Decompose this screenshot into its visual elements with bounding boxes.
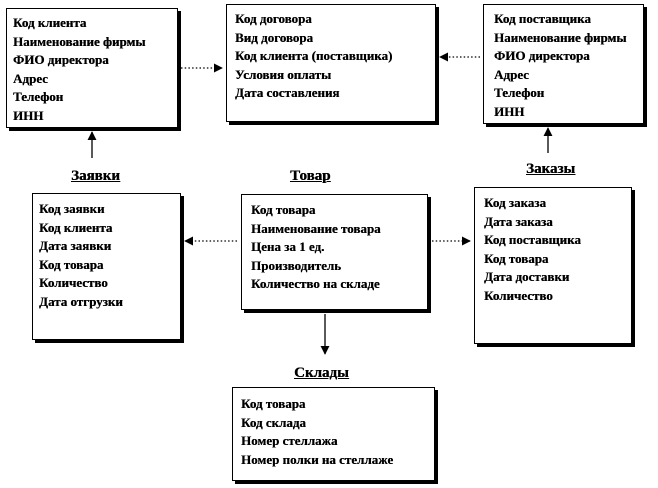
orders-field: Код заказа [484, 195, 546, 210]
requests-table: Код заявки Код клиента Дата заявки Код т… [32, 193, 181, 340]
orders-table: Код заказа Дата заказа Код поставщика Ко… [474, 187, 632, 344]
clients-field: ФИО директора [13, 52, 109, 67]
clients-field: Телефон [13, 89, 64, 104]
goods-field-list: Код товара Наименование товара Цена за 1… [251, 201, 427, 294]
storage-table: Код товара Код склада Номер стеллажа Ном… [232, 387, 435, 481]
contracts-field: Вид договора [235, 29, 313, 45]
contracts-field: Код договора [235, 11, 312, 26]
suppliers-field: Код поставщика [494, 11, 591, 26]
storage-field-list: Код товара Код склада Номер стеллажа Ном… [241, 395, 434, 469]
storage-field: Номер стеллажа [241, 433, 338, 448]
orders-field: Код поставщика [484, 232, 581, 247]
requests-field: Код товара [39, 256, 104, 272]
storage-field: Номер полки на стеллаже [241, 451, 394, 467]
clients-field: Адрес [13, 70, 48, 86]
goods-field: Количество на складе [251, 276, 380, 291]
goods-field: Производитель [251, 257, 342, 273]
orders-field: Количество [484, 287, 553, 303]
contracts-field: Условия оплаты [235, 66, 332, 82]
storage-title: Склады [294, 365, 349, 381]
contracts-table: Код договора Вид договора Код клиента (п… [226, 4, 436, 122]
orders-field: Код товара [484, 250, 549, 266]
requests-field: Код клиента [39, 219, 113, 235]
requests-title: Заявки [71, 168, 120, 184]
suppliers-field: ФИО директора [494, 48, 590, 63]
suppliers-field: ИНН [494, 103, 525, 119]
goods-title: Товар [290, 168, 331, 184]
goods-table: Код товара Наименование товара Цена за 1… [241, 194, 428, 310]
suppliers-table: Код поставщика Наименование фирмы ФИО ди… [483, 4, 644, 124]
contracts-field-list: Код договора Вид договора Код клиента (п… [235, 10, 435, 103]
orders-field-list: Код заказа Дата заказа Код поставщика Ко… [484, 194, 631, 305]
clients-field: Код клиента [13, 15, 87, 30]
orders-title: Заказы [526, 161, 576, 177]
requests-field: Количество [39, 275, 108, 290]
storage-field: Код товара [241, 396, 306, 411]
storage-field: Код склада [241, 414, 306, 430]
clients-field-list: Код клиента Наименование фирмы ФИО дирек… [13, 14, 177, 125]
goods-field: Наименование товара [251, 220, 381, 236]
suppliers-field-list: Код поставщика Наименование фирмы ФИО ди… [494, 10, 643, 121]
clients-field: ИНН [13, 107, 44, 123]
orders-field: Дата доставки [484, 269, 570, 284]
suppliers-field: Телефон [494, 85, 545, 100]
clients-table: Код клиента Наименование фирмы ФИО дирек… [6, 8, 178, 128]
goods-field: Цена за 1 ед. [251, 239, 325, 254]
suppliers-field: Адрес [494, 66, 529, 82]
requests-field-list: Код заявки Код клиента Дата заявки Код т… [39, 200, 180, 311]
orders-field: Дата заказа [484, 213, 553, 229]
requests-field: Дата отгрузки [39, 293, 123, 309]
goods-field: Код товара [251, 202, 316, 217]
contracts-field: Дата составления [235, 85, 340, 100]
contracts-field: Код клиента (поставщика) [235, 48, 393, 63]
requests-field: Дата заявки [39, 238, 112, 253]
clients-field: Наименование фирмы [13, 33, 146, 49]
requests-field: Код заявки [39, 201, 105, 216]
suppliers-field: Наименование фирмы [494, 29, 627, 45]
